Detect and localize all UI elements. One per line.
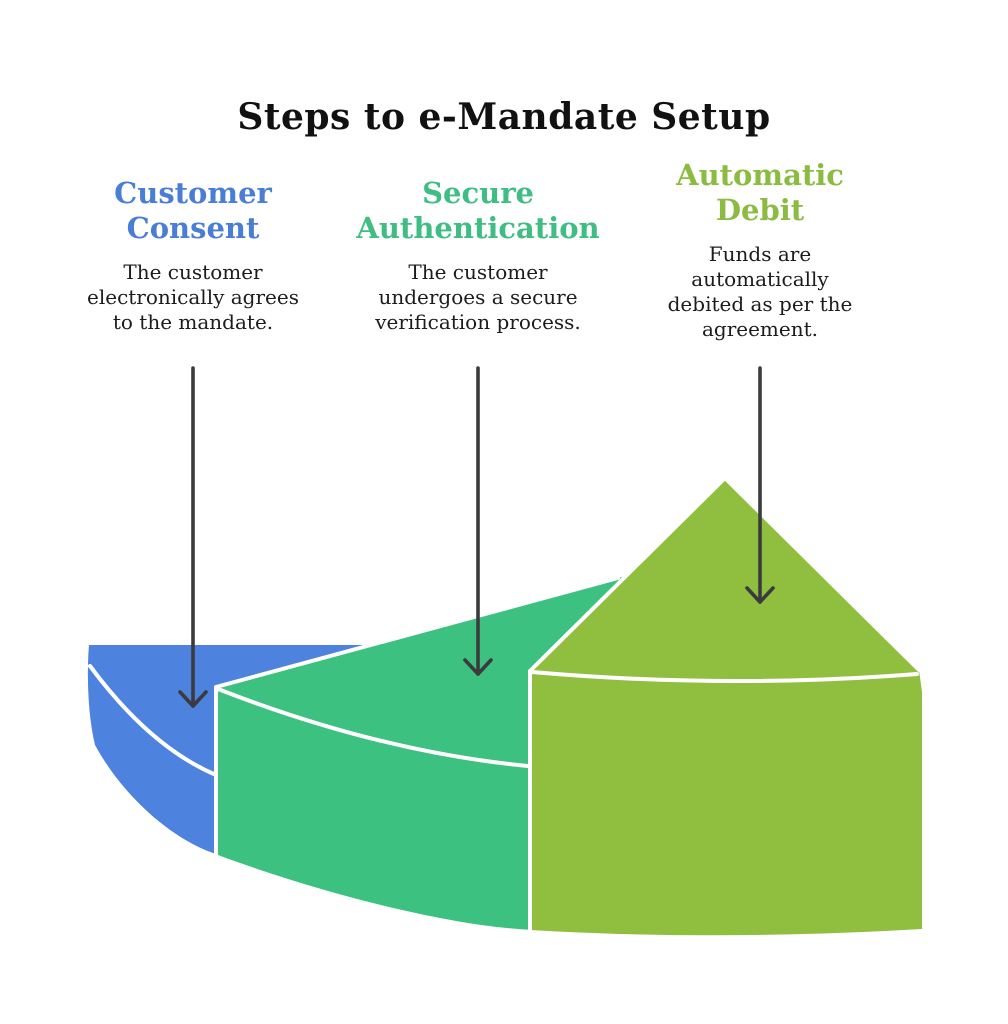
arrow-secure-authentication — [463, 366, 493, 676]
arrow-automatic-debit — [745, 366, 775, 604]
step-description-automatic-debit: Funds are automatically debited as per t… — [667, 242, 853, 341]
step-secure-authentication: Secure Authentication The customer under… — [353, 176, 603, 335]
step-automatic-debit: Automatic Debit Funds are automatically … — [660, 158, 860, 342]
wedge-automatic-debit-body — [530, 478, 922, 936]
wedge-customer-consent-rim-edge — [88, 664, 218, 777]
wedge-automatic-debit-rim-edge — [530, 670, 919, 684]
wedge-automatic-debit — [528, 476, 922, 936]
step-description-secure-authentication: The customer undergoes a secure verifica… — [375, 260, 581, 334]
step-title-customer-consent: Customer Consent — [114, 176, 272, 245]
page-title: Steps to e-Mandate Setup — [237, 96, 771, 139]
wedge-secure-authentication — [214, 575, 629, 930]
arrow-automatic-debit-head — [745, 586, 775, 604]
wedge-secure-authentication-left-edges — [214, 576, 620, 858]
step-customer-consent: Customer Consent The customer electronic… — [73, 176, 313, 335]
step-title-secure-authentication: Secure Authentication — [356, 176, 600, 245]
arrow-secure-authentication-head — [463, 658, 493, 676]
arrow-customer-consent-head — [178, 690, 208, 708]
wedge-secure-authentication-rim-edge — [216, 687, 530, 768]
wedge-automatic-debit-peak-edges — [528, 476, 921, 673]
step-title-automatic-debit: Automatic Debit — [676, 158, 844, 227]
step-description-customer-consent: The customer electronically agrees to th… — [87, 260, 299, 334]
wedge-secure-authentication-body — [216, 575, 629, 930]
arrow-customer-consent — [178, 366, 208, 708]
